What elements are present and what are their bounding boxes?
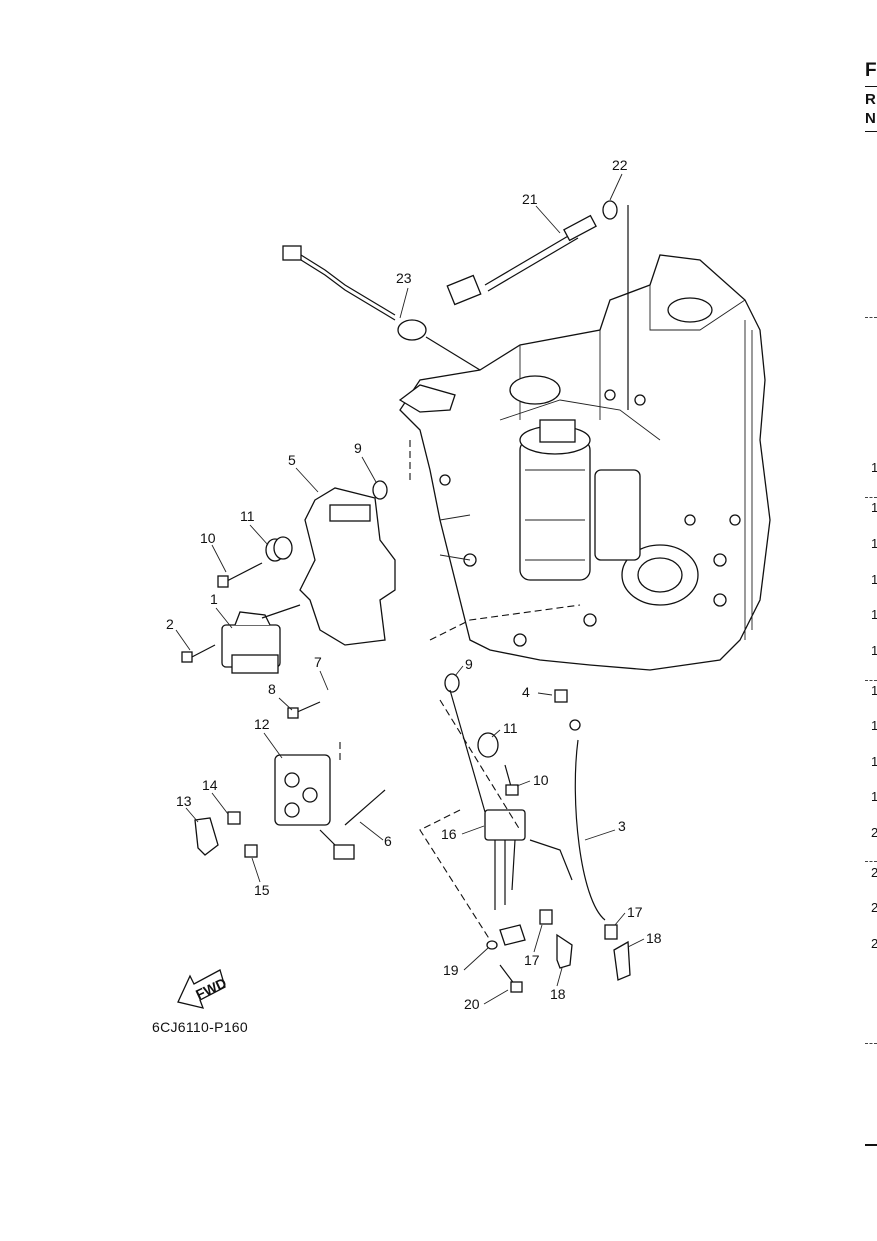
edge-rule-1	[865, 86, 877, 87]
callout-3: 3	[618, 818, 626, 834]
sensor-cable-21	[446, 200, 629, 410]
callout-22: 22	[612, 157, 628, 173]
edge-num-6: 1	[871, 643, 877, 658]
callout-18b: 18	[646, 930, 662, 946]
leader-lines	[261, 440, 581, 941]
label-leaders	[175, 173, 645, 1005]
callout-21: 21	[522, 191, 538, 207]
edge-num-4: 1	[871, 572, 877, 587]
edge-num-12: 2	[871, 865, 877, 880]
lead-wire-3	[569, 719, 606, 921]
diagram-caption: 6CJ6110-P160	[152, 1019, 248, 1035]
edge-rule-3	[865, 1144, 877, 1146]
callout-23: 23	[396, 270, 412, 286]
edge-num-11: 2	[871, 825, 877, 840]
callout-labels: 1 2 3 4 5 6 7 8 9 9 10 10 11 11 12 13 14…	[166, 157, 662, 1012]
callout-4: 4	[522, 684, 530, 700]
callout-11b: 11	[503, 720, 518, 736]
callout-10a: 10	[200, 530, 216, 546]
edge-letter-n: N	[865, 110, 876, 127]
edge-dash-3	[865, 680, 877, 682]
callout-8: 8	[268, 681, 276, 697]
callout-5: 5	[288, 452, 296, 468]
edge-num-8: 1	[871, 718, 877, 733]
callout-9a: 9	[354, 440, 362, 456]
edge-num-5: 1	[871, 607, 877, 622]
edge-dash-2	[865, 497, 877, 499]
edge-num-9: 1	[871, 754, 877, 769]
edge-num-2: 1	[871, 500, 877, 515]
callout-19: 19	[443, 962, 459, 978]
callout-15: 15	[254, 882, 270, 898]
harness-16	[484, 809, 526, 910]
callout-10b: 10	[533, 772, 549, 788]
callout-13: 13	[176, 793, 192, 809]
rectifier-12	[274, 754, 355, 860]
edge-num-14: 2	[871, 936, 877, 951]
edge-dash-4	[865, 861, 877, 863]
edge-num-1: 1	[871, 460, 877, 475]
callout-14: 14	[202, 777, 218, 793]
edge-num-13: 2	[871, 900, 877, 915]
edge-num-3: 1	[871, 536, 877, 551]
fwd-arrow: FWD	[177, 969, 229, 1009]
callout-16: 16	[441, 826, 457, 842]
bracket-5	[299, 487, 396, 646]
callout-12: 12	[254, 716, 270, 732]
edge-letter-r: R	[865, 91, 876, 108]
edge-dash-5	[865, 1043, 877, 1045]
edge-rule-2	[865, 131, 877, 132]
callout-17a: 17	[524, 952, 540, 968]
edge-num-7: 1	[871, 683, 877, 698]
callout-9b: 9	[465, 656, 473, 672]
callout-2: 2	[166, 616, 174, 632]
knock-sensor-23	[282, 245, 481, 371]
callout-6: 6	[384, 833, 392, 849]
engine-block	[398, 254, 771, 671]
callout-18a: 18	[550, 986, 566, 1002]
edge-dash-1	[865, 317, 877, 319]
callout-1: 1	[210, 591, 218, 607]
edge-letter-f: F	[865, 60, 877, 81]
relay-1	[221, 611, 281, 674]
callout-20: 20	[464, 996, 480, 1012]
fwd-label: FWD	[193, 975, 229, 1003]
fasteners	[181, 480, 631, 993]
edge-num-10: 1	[871, 789, 877, 804]
callout-11a: 11	[240, 508, 255, 524]
callout-7: 7	[314, 654, 322, 670]
callout-17b: 17	[627, 904, 643, 920]
